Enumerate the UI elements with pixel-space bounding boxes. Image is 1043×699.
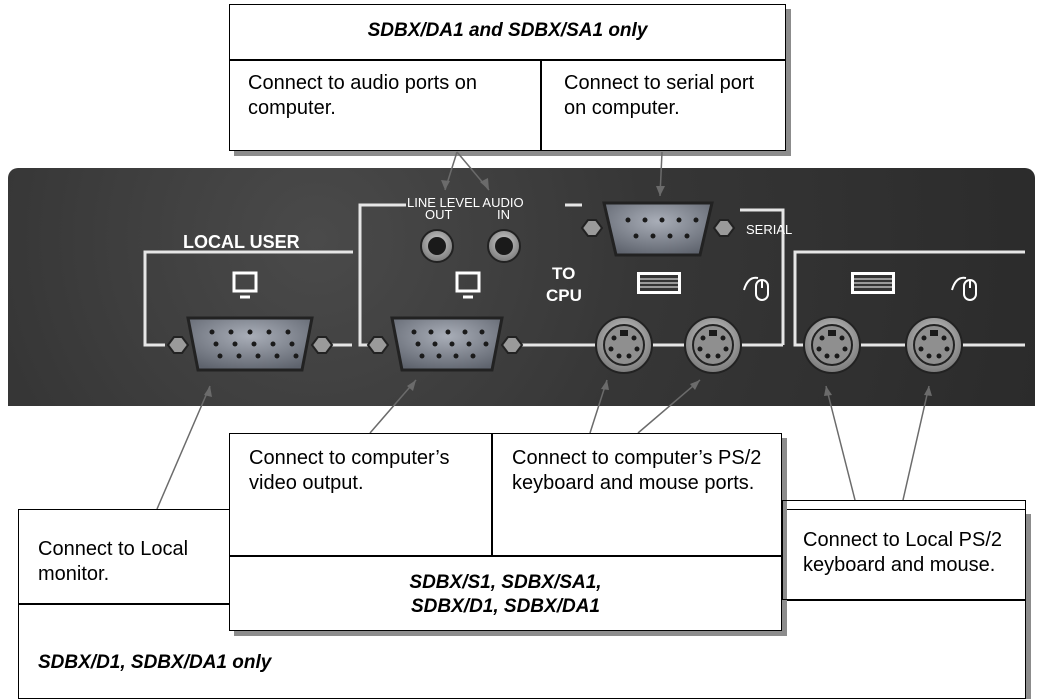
local-user-label: LOCAL USER	[183, 232, 300, 252]
monitor-icon-cpu	[455, 271, 481, 299]
center-connect-box	[229, 433, 782, 631]
to-label: TO	[552, 264, 576, 283]
video-output-text: Connect to computer’s video output.	[249, 447, 450, 494]
audio-in-label: IN	[497, 207, 510, 222]
mouse-icon-local	[951, 276, 977, 301]
center-box-divider	[229, 555, 782, 557]
top-box-divider	[229, 59, 786, 61]
bottom-models-label: SDBX/D1, SDBX/DA1 only	[38, 652, 272, 673]
line-level-audio-label: LINE LEVEL AUDIO	[407, 195, 524, 210]
serial-port	[602, 201, 714, 257]
center-models-line2: SDBX/D1, SDBX/DA1	[411, 596, 600, 617]
top-box-title: SDBX/DA1 and SDBX/SA1 only	[367, 20, 648, 41]
local-monitor-box	[18, 509, 230, 604]
local-ps2-text: Connect to Local PS/2 keyboard and mouse…	[803, 529, 1003, 576]
local-monitor-text: Connect to Local monitor.	[38, 538, 189, 585]
local-ps2-box	[782, 500, 1026, 600]
monitor-icon	[232, 271, 258, 299]
audio-in-jack	[487, 229, 521, 263]
keyboard-icon	[637, 272, 681, 294]
serial-port-text: Connect to serial port on computer.	[564, 72, 755, 119]
ps2-ports	[595, 316, 963, 374]
center-box-split	[491, 433, 493, 555]
local-vga-port	[186, 316, 314, 372]
mouse-icon	[743, 276, 769, 301]
top-box-split	[540, 59, 542, 151]
cpu-label: CPU	[546, 286, 582, 305]
cpu-vga-port	[390, 316, 504, 372]
audio-ports-text: Connect to audio ports on computer.	[248, 72, 478, 119]
center-models-line1: SDBX/S1, SDBX/SA1,	[409, 572, 602, 593]
keyboard-icon-local	[851, 272, 895, 294]
audio-out-label: OUT	[425, 207, 453, 222]
audio-out-jack	[420, 229, 454, 263]
serial-label: SERIAL	[746, 222, 793, 237]
top-audio-serial-box	[229, 4, 786, 151]
ps2-ports-text: Connect to computer’s PS/2 keyboard and …	[512, 447, 762, 494]
